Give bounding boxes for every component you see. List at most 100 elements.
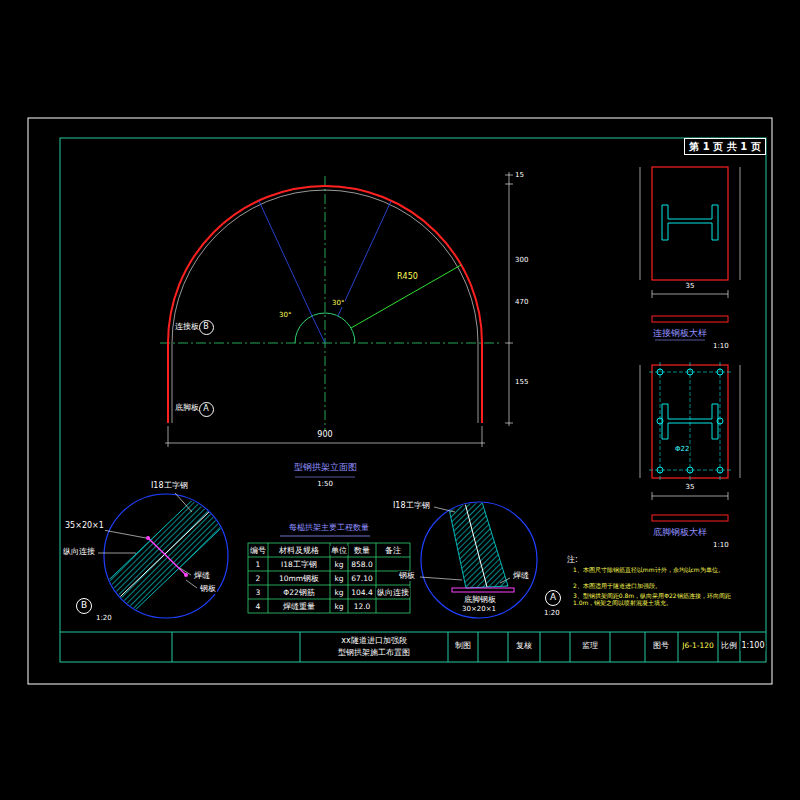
detail-b-view-part <box>98 493 197 588</box>
table-grid-part <box>268 543 269 613</box>
dimension-lines <box>165 172 513 477</box>
base-plate-detail-part <box>662 404 718 439</box>
part-label: 连接板 <box>174 322 200 332</box>
detail-b-view-part <box>103 530 146 538</box>
dimension: 155 <box>514 378 529 386</box>
table-header: 单位 <box>330 546 348 555</box>
steel-arch-part <box>338 201 391 316</box>
detail-b-view-part <box>146 536 150 540</box>
part-label: 焊缝 <box>512 571 530 581</box>
rebar-label: Φ22 <box>674 445 690 453</box>
marker-letter: A <box>203 405 208 414</box>
dimension: 900 <box>316 430 333 440</box>
table-header: 材料及规格 <box>278 546 320 555</box>
page-count: 第 1 页 共 1 页 <box>689 141 760 152</box>
base-plate-detail-part <box>649 470 731 471</box>
note-text: 3、型钢拱架间距0.8m，纵向采用Φ22钢筋连接，环向间距1.0m，钢架之间以喷… <box>572 592 739 606</box>
view-title: 型钢拱架立面图 <box>293 462 358 473</box>
drawing-title: xx隧道进口加强段 <box>340 636 407 646</box>
detail-a-view-part <box>420 577 462 580</box>
title-block-field: 监理 <box>581 641 599 651</box>
sheet-frame-part <box>448 632 449 662</box>
notes-heading: 注: <box>566 555 579 565</box>
table-header: 编号 <box>249 546 267 555</box>
detail-marker: A <box>199 402 214 417</box>
part-label: 钢板 <box>199 584 217 594</box>
sheet-frame-part <box>645 632 646 662</box>
table-cell: kg <box>333 588 344 597</box>
base-plate-detail-part <box>649 372 731 373</box>
base-plate-detail-part <box>652 492 653 500</box>
detail-b-view-part <box>86 476 246 631</box>
base-plate-detail-part <box>649 362 731 481</box>
base-plate-detail-part <box>657 467 663 473</box>
detail-a-view-part <box>448 502 508 588</box>
connection-plate-detail-part <box>652 290 653 298</box>
title-block-field: 比例 <box>720 641 738 651</box>
part-label: I18工字钢 <box>150 481 189 491</box>
table-cell: 2 <box>255 574 262 583</box>
drawing-number: J6-1-120 <box>681 641 714 650</box>
table-cell: 4 <box>255 602 262 611</box>
sheet-frame-part <box>28 118 772 684</box>
sheet-frame-part <box>570 632 571 662</box>
drawing-title: 型钢拱架施工布置图 <box>337 648 411 658</box>
detail-b-view-part <box>86 476 246 631</box>
base-plate-detail-part <box>728 492 729 500</box>
detail-marker: B <box>199 320 214 335</box>
table-cell: 12.0 <box>353 602 372 611</box>
dimension-lines-part <box>482 426 483 447</box>
table-cell: 67.10 <box>350 574 373 583</box>
note-text: 2、本图适用于隧道进口加强段。 <box>572 582 739 589</box>
steel-arch-part <box>351 265 461 328</box>
dimension: 300 <box>514 256 529 264</box>
steel-arch <box>168 186 482 423</box>
table-header: 备注 <box>384 546 402 555</box>
detail-a-view-part <box>500 578 510 583</box>
base-plate-detail-part <box>652 515 728 521</box>
dimension-lines-part <box>505 175 513 176</box>
detail-a-view-part <box>421 502 537 618</box>
connection-plate-detail-part <box>728 290 729 298</box>
dimension-lines-part <box>505 184 513 185</box>
part-label: 焊缝 <box>193 571 211 581</box>
steel-arch-part <box>312 316 325 343</box>
table-cell: kg <box>333 574 344 583</box>
connection-plate-detail-part <box>740 167 741 280</box>
table-cell: kg <box>333 602 344 611</box>
axis-lines-part <box>160 343 500 344</box>
detail-b-view-part <box>184 573 188 577</box>
sheet-frame-part <box>478 632 479 662</box>
marker-letter: B <box>81 601 87 611</box>
detail-b-view-part <box>175 493 192 512</box>
connection-plate-detail-part <box>652 316 728 322</box>
part-label: I18工字钢 <box>392 501 431 511</box>
table-grid-part <box>376 543 377 613</box>
base-plate-detail-part <box>687 369 693 375</box>
base-plate-detail-part <box>657 369 663 375</box>
radius-dimension: R450 <box>396 272 419 282</box>
detail-a-view-part <box>434 507 455 512</box>
dimension: 35 <box>685 282 696 290</box>
dimension: 15 <box>514 171 525 179</box>
scale-label: 1:20 <box>95 614 113 622</box>
steel-arch-part <box>259 201 312 316</box>
detail-marker: B <box>76 598 92 614</box>
table-cell: kg <box>333 560 344 569</box>
sheet-frame-part <box>300 632 301 662</box>
detail-b-view <box>86 476 246 631</box>
detail-a-view-part <box>448 502 508 588</box>
dimension: 35×20×1 <box>64 521 105 531</box>
dimension-lines-part <box>505 343 513 344</box>
table-cell: I18工字钢 <box>280 560 318 569</box>
base-plate-detail-part <box>640 365 641 478</box>
dimension-lines-part <box>505 423 513 424</box>
steel-arch-part <box>168 186 482 423</box>
base-plate-detail <box>640 362 740 521</box>
table-cell: Φ22钢筋 <box>282 588 315 597</box>
marker-letter: A <box>550 593 556 603</box>
sheet-frame-part <box>172 632 173 662</box>
connection-plate-detail <box>640 167 740 340</box>
axis-lines <box>160 176 500 440</box>
